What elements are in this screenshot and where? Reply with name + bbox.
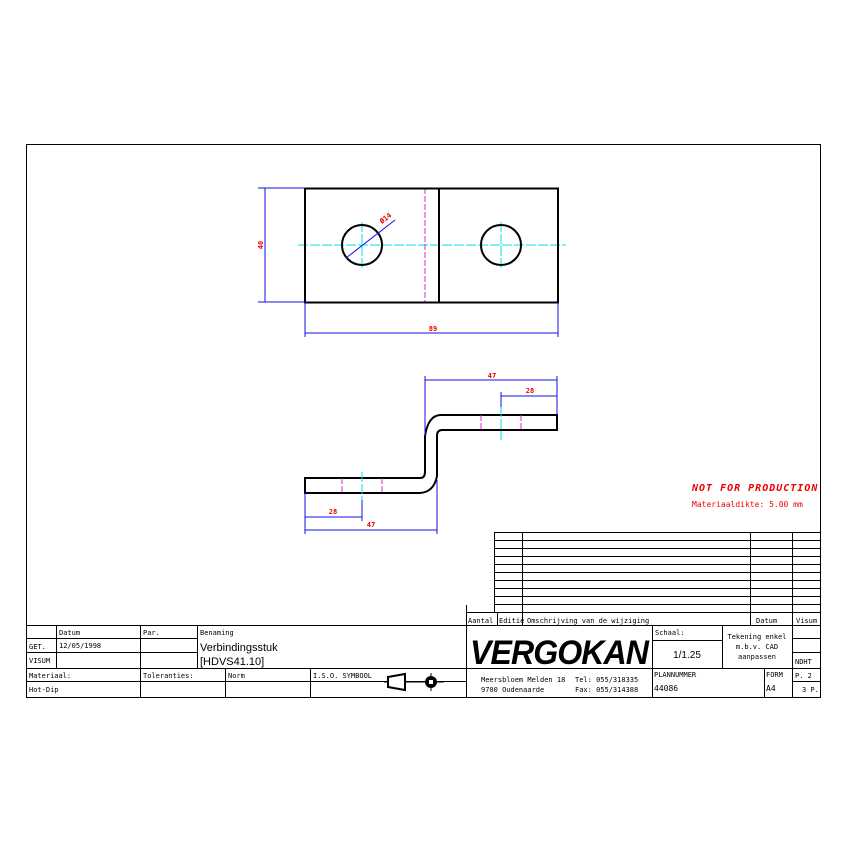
plannummer-value: 44086: [654, 684, 678, 693]
header-visum: Visum: [796, 617, 817, 625]
cad-note-2: m.b.v. CAD: [736, 643, 778, 651]
toleranties-label: Toleranties:: [143, 672, 194, 680]
bottom-total-label: 47: [367, 521, 375, 529]
bottom-hole-label: 28: [329, 508, 337, 516]
visum-label: VISUM: [29, 657, 50, 665]
top-view: Ø14 40 89: [257, 187, 566, 337]
plannummer-label: PLANNUMMER: [654, 671, 697, 679]
materiaal-label: Materiaal:: [29, 672, 71, 680]
width-dimension-label: 89: [429, 325, 437, 333]
fax: Fax: 055/314388: [575, 686, 638, 694]
page-count: 3 P.: [802, 686, 819, 694]
cad-note-3: aanpassen: [738, 653, 776, 661]
plate-outline: [304, 187, 559, 304]
norm-code: NDHT: [795, 658, 813, 666]
part-name: Verbindingsstuk: [200, 642, 278, 654]
form-value: A4: [766, 684, 776, 693]
vergokan-logo: VERGOKAN: [470, 634, 650, 672]
header-aantal: Aantal: [468, 617, 493, 625]
cad-note-1: Tekening enkel: [727, 633, 786, 641]
schaal-value: 1/1.25: [673, 650, 701, 661]
part-code: [HDVS41.10]: [200, 656, 264, 668]
height-dimension-label: 40: [257, 241, 265, 249]
material-thickness: Materiaaldikte: 5.00 mm: [692, 500, 803, 509]
title-block-grid: [26, 625, 820, 697]
schaal-label: Schaal:: [655, 629, 685, 637]
par-label: Par.: [143, 629, 160, 637]
hole-left: [341, 224, 383, 266]
header-omschrijving: Omschrijving van de wijziging: [527, 617, 649, 625]
diameter-dimension-line: [345, 219, 396, 259]
datum-label: Datum: [59, 629, 80, 637]
address-line-1: Meersbloem Melden 18: [481, 676, 565, 684]
profile-outline: [304, 414, 558, 494]
side-view: 47 28 28 47: [304, 372, 558, 534]
drawing-frame: [26, 144, 821, 698]
get-date: 12/05/1998: [59, 642, 101, 650]
top-hole-label: 28: [526, 387, 534, 395]
benaming-label: Benaming: [200, 629, 234, 637]
iso-symbol-label: I.S.O. SYMBOOL: [313, 672, 372, 680]
telephone: Tel: 055/318335: [575, 676, 638, 684]
hole-diameter-label: Ø14: [378, 211, 394, 226]
hole-right: [480, 224, 522, 266]
form-label: FORM: [766, 671, 783, 679]
norm-label: Norm: [228, 672, 245, 680]
header-editie: Editie: [499, 617, 524, 625]
page-number: P. 2: [795, 672, 812, 680]
revision-table: [26, 532, 820, 697]
get-label: GET.: [29, 643, 46, 651]
not-for-production-notice: NOT FOR PRODUCTION: [691, 483, 818, 494]
address-line-2: 9700 Oudenaarde: [481, 686, 544, 694]
header-datum: Datum: [756, 617, 777, 625]
materiaal-value: Hot-Dip: [29, 686, 59, 694]
top-total-label: 47: [488, 372, 496, 380]
projection-symbol-icon: [384, 672, 444, 692]
